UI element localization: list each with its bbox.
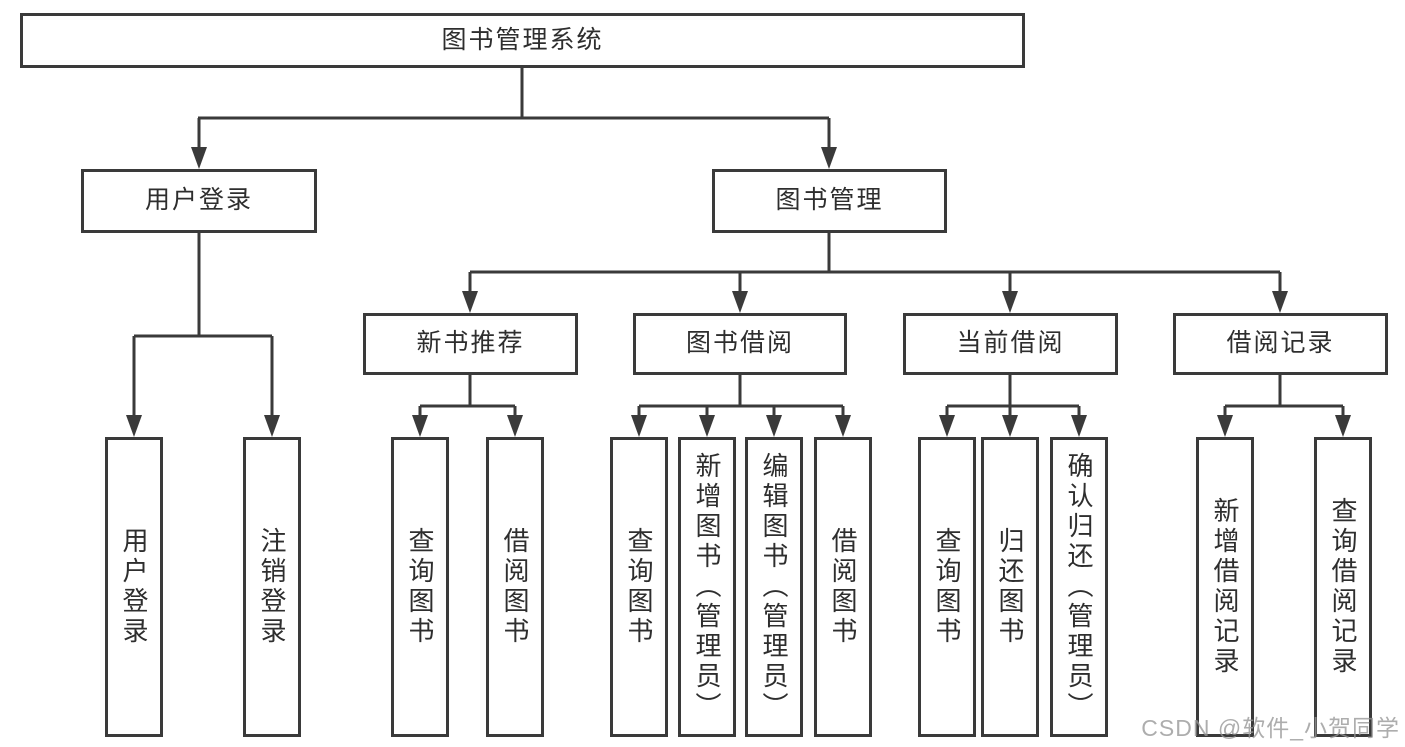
node-user-login: 用户登录 bbox=[81, 169, 317, 233]
leaf-label: 确认归还（管理员） bbox=[1064, 452, 1094, 722]
watermark: CSDN @软件_小贺同学 bbox=[1141, 715, 1400, 741]
arrow-down-icon bbox=[1217, 415, 1233, 437]
node-label: 借阅记录 bbox=[1226, 329, 1335, 358]
arrow-down-icon bbox=[1071, 415, 1087, 437]
node-library-management-system: 图书管理系统 bbox=[20, 13, 1025, 68]
leaf-label: 查询图书 bbox=[405, 527, 435, 647]
node-new-book-recommend: 新书推荐 bbox=[363, 313, 578, 375]
leaf-add-borrow-record: 新增借阅记录 bbox=[1196, 437, 1254, 737]
node-current-borrowing: 当前借阅 bbox=[903, 313, 1118, 375]
node-label: 当前借阅 bbox=[956, 329, 1065, 358]
leaf-query-books-current: 查询图书 bbox=[918, 437, 976, 737]
arrow-down-icon bbox=[631, 415, 647, 437]
leaf-label: 用户登录 bbox=[119, 527, 149, 647]
arrow-down-icon bbox=[835, 415, 851, 437]
leaf-label: 注销登录 bbox=[257, 527, 287, 647]
edge-newbook-to-leaves bbox=[418, 375, 517, 417]
arrow-down-icon bbox=[1272, 291, 1288, 313]
arrow-down-icon bbox=[1002, 415, 1018, 437]
leaf-confirm-return-admin: 确认归还（管理员） bbox=[1050, 437, 1108, 737]
edge-bookmgmt-to-level3 bbox=[468, 233, 1282, 293]
leaf-user-login: 用户登录 bbox=[105, 437, 163, 737]
arrow-down-icon bbox=[699, 415, 715, 437]
leaf-query-borrow-record: 查询借阅记录 bbox=[1314, 437, 1372, 737]
node-label: 图书借阅 bbox=[685, 329, 794, 358]
arrow-down-icon bbox=[821, 147, 837, 169]
leaf-label: 归还图书 bbox=[995, 527, 1025, 647]
leaf-label: 编辑图书（管理员） bbox=[759, 452, 789, 722]
arrow-down-icon bbox=[939, 415, 955, 437]
edge-currentborrow-to-leaves bbox=[945, 375, 1081, 417]
leaf-label: 查询图书 bbox=[624, 527, 654, 647]
node-label: 图书管理 bbox=[775, 186, 884, 215]
leaf-label: 查询图书 bbox=[932, 527, 962, 647]
arrow-down-icon bbox=[462, 291, 478, 313]
edge-bookborrow-to-leaves bbox=[637, 375, 845, 417]
node-book-management: 图书管理 bbox=[712, 169, 947, 233]
node-label: 新书推荐 bbox=[416, 329, 525, 358]
leaf-borrow-books: 借阅图书 bbox=[814, 437, 872, 737]
leaf-borrow-books-recommend: 借阅图书 bbox=[486, 437, 544, 737]
node-label: 用户登录 bbox=[144, 186, 253, 215]
arrow-down-icon bbox=[264, 415, 280, 437]
leaf-label: 借阅图书 bbox=[828, 527, 858, 647]
node-borrowing-records: 借阅记录 bbox=[1173, 313, 1388, 375]
arrow-down-icon bbox=[126, 415, 142, 437]
leaf-edit-books-admin: 编辑图书（管理员） bbox=[745, 437, 803, 737]
leaf-label: 查询借阅记录 bbox=[1328, 497, 1358, 677]
arrow-down-icon bbox=[1002, 291, 1018, 313]
leaf-label: 新增图书（管理员） bbox=[692, 452, 722, 722]
edge-userlogin-to-leaves bbox=[132, 233, 274, 417]
arrow-down-icon bbox=[1335, 415, 1351, 437]
arrow-down-icon bbox=[412, 415, 428, 437]
edge-root-to-level2 bbox=[197, 68, 831, 149]
arrow-down-icon bbox=[191, 147, 207, 169]
leaf-logout: 注销登录 bbox=[243, 437, 301, 737]
leaf-return-books: 归还图书 bbox=[981, 437, 1039, 737]
node-label: 图书管理系统 bbox=[441, 25, 604, 54]
arrow-down-icon bbox=[766, 415, 782, 437]
leaf-query-books-borrowing: 查询图书 bbox=[610, 437, 668, 737]
leaf-add-books-admin: 新增图书（管理员） bbox=[678, 437, 736, 737]
arrow-down-icon bbox=[507, 415, 523, 437]
node-book-borrowing: 图书借阅 bbox=[633, 313, 847, 375]
leaf-label: 新增借阅记录 bbox=[1210, 497, 1240, 677]
leaf-label: 借阅图书 bbox=[500, 527, 530, 647]
leaf-query-books-recommend: 查询图书 bbox=[391, 437, 449, 737]
edge-records-to-leaves bbox=[1223, 375, 1345, 417]
arrow-down-icon bbox=[732, 291, 748, 313]
